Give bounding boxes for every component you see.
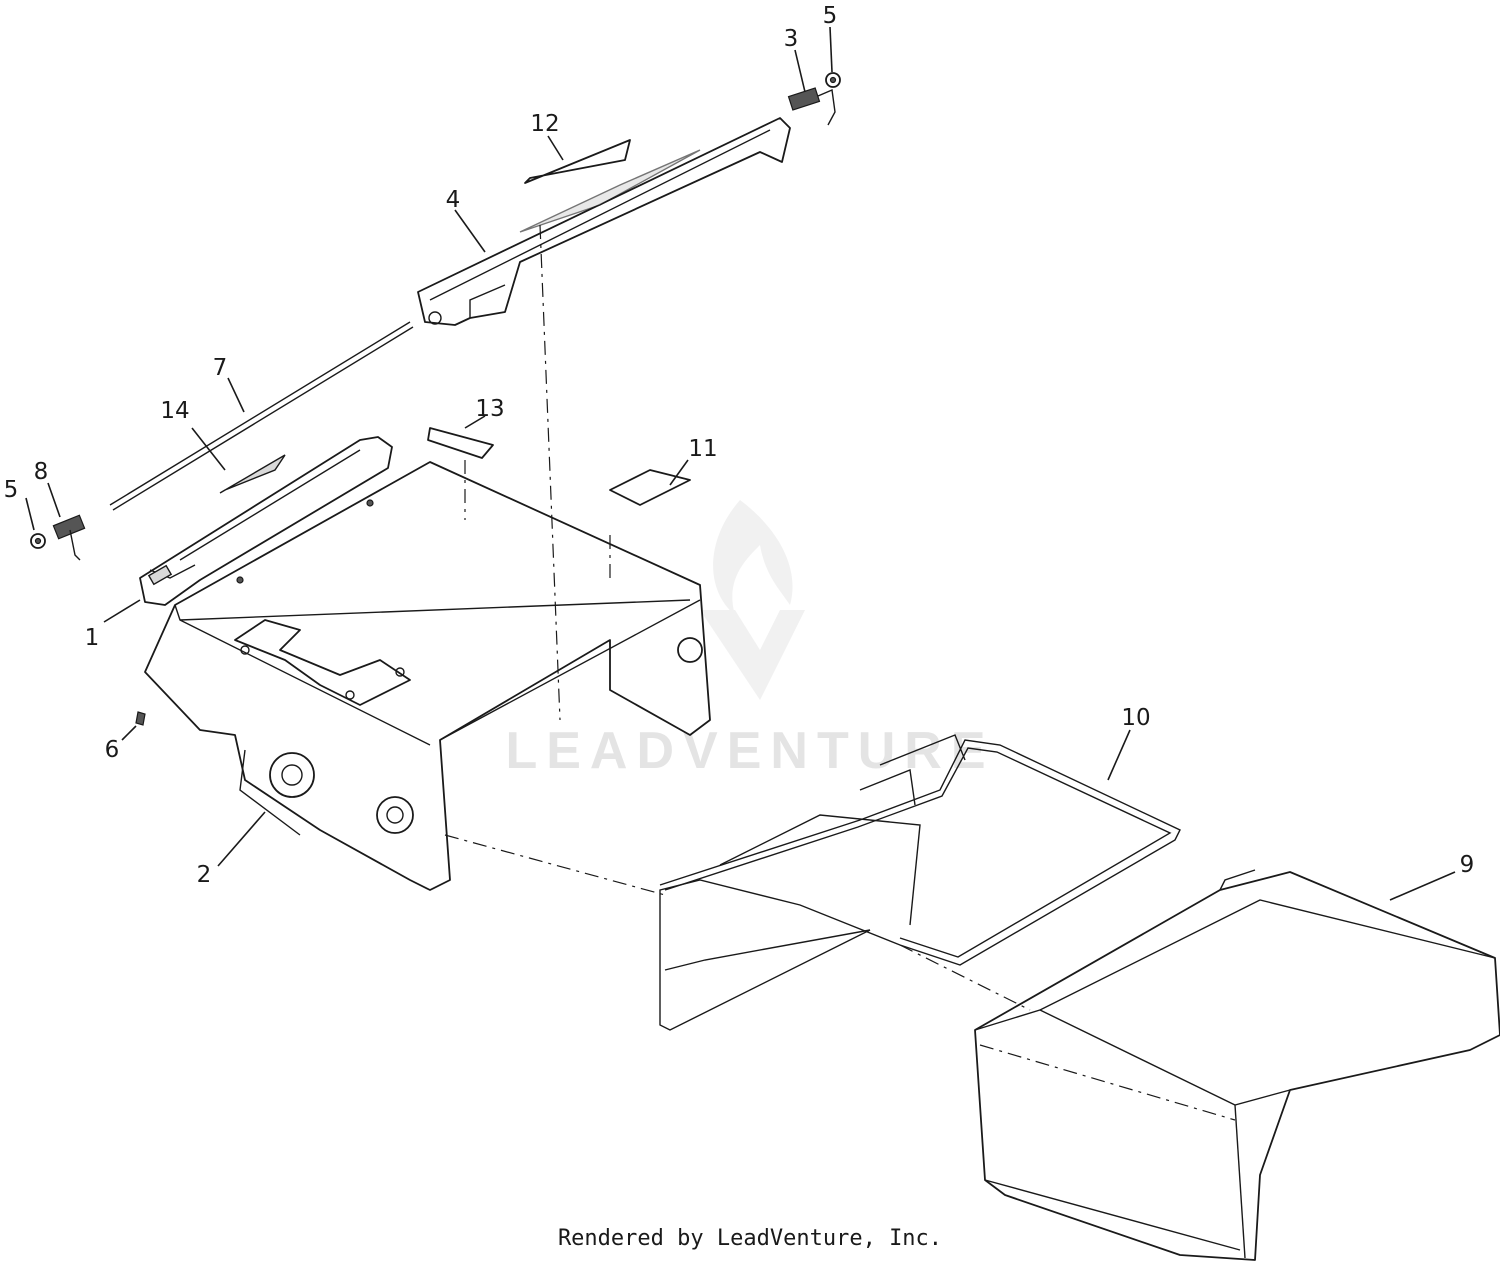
assembly-lines bbox=[444, 224, 1031, 1011]
bag-part-9 bbox=[974, 869, 1500, 1261]
callout-11: 11 bbox=[688, 436, 717, 462]
top-cover-part-4 bbox=[417, 117, 791, 326]
nut-part-5-left bbox=[30, 533, 46, 549]
decal-part-14 bbox=[219, 454, 286, 494]
housing-part-2 bbox=[144, 461, 711, 891]
wire-frame-part-10 bbox=[659, 734, 1181, 1031]
watermark-text: LEADVENTURE bbox=[505, 722, 994, 780]
callout-5-top: 5 bbox=[823, 3, 838, 29]
callout-4: 4 bbox=[446, 187, 461, 213]
callout-12: 12 bbox=[530, 111, 559, 137]
leader-lines bbox=[25, 26, 1456, 901]
callout-8: 8 bbox=[34, 459, 49, 485]
decal-part-13 bbox=[427, 427, 494, 459]
decal-part-11 bbox=[609, 469, 691, 506]
render-credit: Rendered by LeadVenture, Inc. bbox=[557, 1226, 943, 1251]
callout-10: 10 bbox=[1121, 705, 1150, 731]
decal-part-12 bbox=[524, 139, 631, 184]
callout-3: 3 bbox=[784, 26, 799, 52]
callout-14: 14 bbox=[160, 398, 189, 424]
spring-part-3 bbox=[787, 87, 836, 126]
callout-2: 2 bbox=[197, 862, 212, 888]
callout-9: 9 bbox=[1460, 852, 1475, 878]
handle-part-1 bbox=[139, 436, 393, 606]
nut-part-5-top bbox=[825, 72, 841, 88]
callout-6: 6 bbox=[105, 737, 120, 763]
spring-part-8 bbox=[52, 514, 86, 561]
rod-part-7 bbox=[109, 321, 414, 511]
callout-7: 7 bbox=[213, 355, 228, 381]
screw-part-6 bbox=[135, 711, 146, 726]
watermark-logo-icon bbox=[700, 500, 805, 700]
callout-13: 13 bbox=[475, 396, 504, 422]
callout-5-left: 5 bbox=[4, 477, 19, 503]
callout-1: 1 bbox=[85, 625, 100, 651]
